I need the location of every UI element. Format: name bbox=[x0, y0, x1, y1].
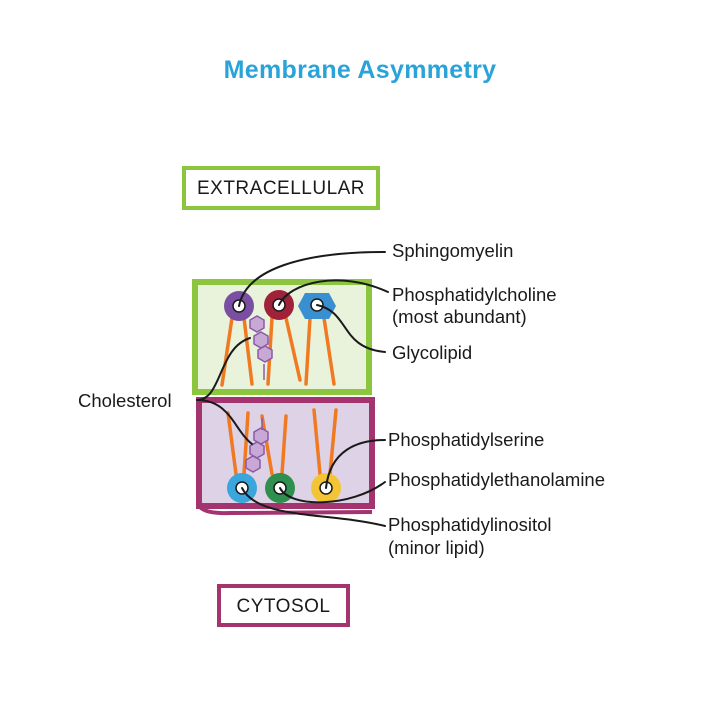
inner-lipid-tails bbox=[226, 408, 338, 476]
sphingomyelin-leader bbox=[238, 251, 386, 307]
phosphatidylinositol-leader bbox=[241, 487, 386, 527]
phosphatidylethanolamine-leader bbox=[279, 481, 386, 504]
glycolipid-label: Glycolipid bbox=[392, 342, 473, 363]
cytosol-label: CYTOSOL bbox=[217, 584, 350, 627]
glycolipid-leader bbox=[316, 304, 386, 353]
phosphatidylcholine-label: Phosphatidylcholine bbox=[392, 284, 557, 305]
phosphatidylserine-leader bbox=[325, 439, 386, 489]
phosphatidylinositol-note: (minor lipid) bbox=[388, 537, 485, 558]
cholesterol-leader-top bbox=[196, 337, 251, 401]
phosphatidylserine-label: Phosphatidylserine bbox=[388, 429, 545, 450]
phosphatidylcholine-note: (most abundant) bbox=[392, 306, 527, 327]
outer-lipid-tails bbox=[220, 316, 336, 387]
cholesterol-label: Cholesterol bbox=[78, 390, 172, 411]
phosphatidylcholine-leader bbox=[278, 279, 389, 306]
extracellular-label: EXTRACELLULAR bbox=[182, 166, 380, 210]
phosphatidylinositol-label: Phosphatidylinositol bbox=[388, 514, 552, 535]
sphingomyelin-label: Sphingomyelin bbox=[392, 240, 514, 261]
cholesterol-inner bbox=[245, 418, 269, 473]
diagram-title: Membrane Asymmetry bbox=[223, 56, 497, 84]
leader-lines bbox=[196, 251, 389, 527]
cholesterol-outer bbox=[249, 315, 273, 380]
inner-leaflet-edge bbox=[197, 504, 373, 516]
cholesterol-leader-bottom bbox=[196, 399, 253, 445]
phosphatidylethanolamine-label: Phosphatidylethanolamine bbox=[388, 469, 606, 490]
